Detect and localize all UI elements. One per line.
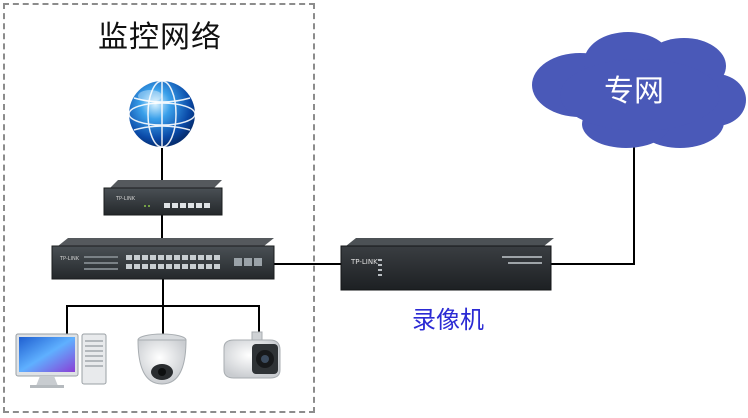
monitoring-network-title: 监控网络	[98, 20, 222, 55]
nvr-brand: TP-LINK	[350, 258, 378, 266]
router-brand: TP-LINK	[115, 196, 136, 202]
private-network-label: 专网	[604, 74, 664, 109]
switch-icon: TP-LINK	[51, 238, 275, 280]
connection-lines	[66, 140, 635, 336]
cloud-icon	[532, 32, 746, 148]
desktop-computer	[15, 333, 107, 388]
monitor-icon	[15, 333, 79, 388]
router-icon: TP-LINK	[103, 180, 223, 216]
nvr-icon: TP-LINK	[340, 238, 554, 291]
nvr-label: 录像机	[412, 306, 484, 334]
dome-camera-icon	[137, 333, 187, 385]
switch-brand: TP-LINK	[59, 256, 80, 262]
bullet-camera-icon	[223, 331, 281, 379]
globe-icon	[128, 80, 196, 148]
line-nvr-cloud	[551, 140, 635, 265]
pc-tower-icon	[81, 333, 107, 385]
monitoring-network-boundary	[3, 3, 315, 413]
